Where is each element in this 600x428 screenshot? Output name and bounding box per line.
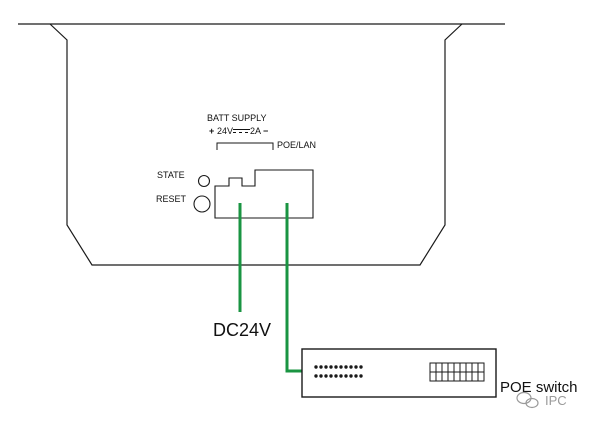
poe-lan-label: POE/LAN — [277, 140, 316, 150]
device-housing — [18, 23, 505, 266]
port-dot — [324, 374, 328, 378]
batt-plus-sign: + — [209, 126, 214, 136]
batt-voltage-label: 24V — [217, 126, 233, 136]
port-dot — [329, 374, 333, 378]
watermark: IPC — [516, 391, 567, 409]
watermark-text: IPC — [545, 393, 567, 408]
batt-bracket — [216, 142, 274, 150]
port-dot — [314, 365, 318, 369]
reset-label: RESET — [156, 194, 187, 204]
batt-minus-sign: − — [263, 126, 268, 136]
batt-rating: + 24V 2A − — [209, 126, 268, 136]
port-dot — [314, 374, 318, 378]
poe-switch-ports-left-icon — [314, 365, 363, 378]
port-dot — [349, 365, 353, 369]
port-dot — [319, 374, 323, 378]
poe-switch-ports-right-icon — [429, 362, 485, 382]
batt-supply-label: BATT SUPPLY — [207, 113, 267, 123]
port-dot — [319, 365, 323, 369]
port-dot — [334, 365, 338, 369]
port-dot — [329, 365, 333, 369]
port-dot — [339, 374, 343, 378]
dc24v-label: DC24V — [213, 320, 271, 340]
port-dot — [354, 374, 358, 378]
poe-switch — [301, 348, 497, 398]
poe-switch-label: POE switch — [500, 379, 578, 396]
port-dot — [344, 374, 348, 378]
connector-block — [214, 169, 314, 219]
poe-lan-cable — [285, 203, 302, 373]
port-dot — [339, 365, 343, 369]
reset-button[interactable] — [193, 195, 211, 213]
dc-symbol-icon — [233, 129, 250, 133]
port-dot — [324, 365, 328, 369]
cables — [238, 203, 302, 373]
state-label: STATE — [157, 170, 185, 180]
port-dot — [359, 365, 363, 369]
wechat-icon — [516, 391, 539, 409]
port-dot — [349, 374, 353, 378]
state-led — [197, 174, 211, 188]
port-dot — [354, 365, 358, 369]
batt-current-label: 2A — [250, 126, 261, 136]
port-dot — [334, 374, 338, 378]
port-dot — [344, 365, 348, 369]
port-dot — [359, 374, 363, 378]
